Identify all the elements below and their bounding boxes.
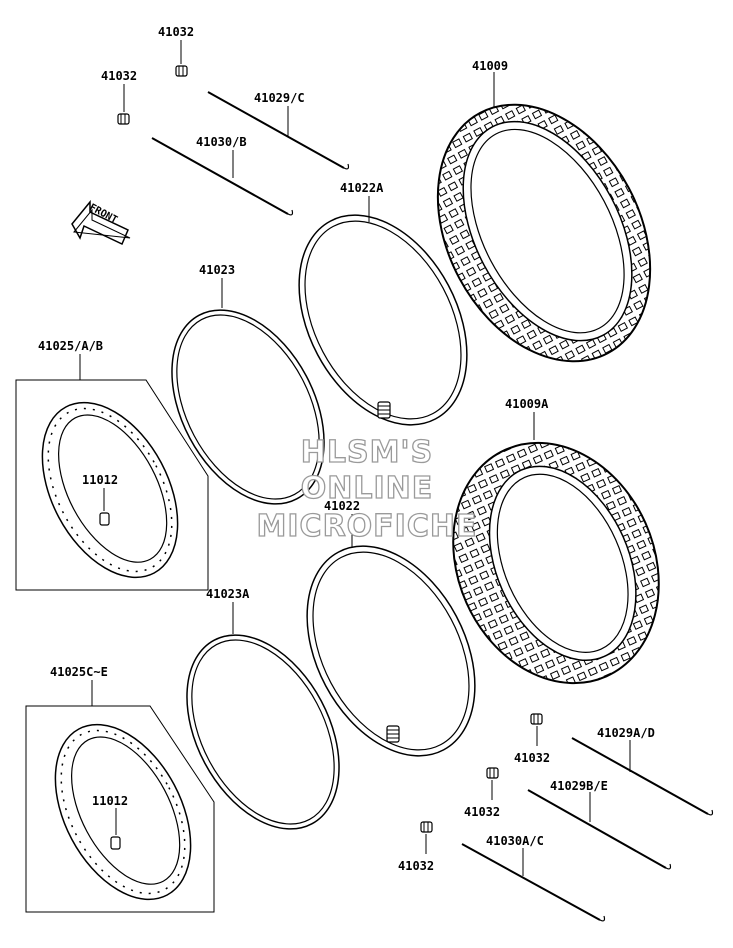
spoke-41029c xyxy=(207,91,350,170)
valve-nut-top-2 xyxy=(117,113,130,125)
label-41029be: 41029B/E xyxy=(550,779,608,793)
tube-41022 xyxy=(306,545,476,757)
tube-41022a xyxy=(298,214,468,426)
label-41009a: 41009A xyxy=(505,397,549,411)
label-41032-top-1: 41032 xyxy=(158,25,194,39)
nipple-lower xyxy=(110,836,121,850)
spoke-41029be xyxy=(527,789,672,870)
label-11012-upper: 11012 xyxy=(82,473,118,487)
watermark-line-3: MICROFICHE xyxy=(257,509,478,544)
spoke-41030ac xyxy=(461,843,606,922)
watermark-line-1: HLSM'S xyxy=(301,435,433,470)
valve-nut-bottom-1 xyxy=(530,713,543,725)
spoke-41029ad xyxy=(571,737,714,816)
rim-band-41023a xyxy=(186,634,340,830)
label-41009: 41009 xyxy=(472,59,508,73)
spoke-41030b xyxy=(151,137,294,216)
label-41025ab: 41025/A/B xyxy=(38,339,103,353)
label-41022: 41022 xyxy=(324,499,360,513)
label-41030ac: 41030A/C xyxy=(486,834,544,848)
label-41029ad: 41029A/D xyxy=(597,726,655,740)
label-11012-lower: 11012 xyxy=(92,794,128,808)
label-41032-bottom-1: 41032 xyxy=(514,751,550,765)
valve-nut-top-1 xyxy=(175,65,188,77)
rim-box-upper xyxy=(15,379,209,591)
label-41025ce: 41025C~E xyxy=(50,665,108,679)
label-41029c: 41029/C xyxy=(254,91,305,105)
valve-nut-bottom-3 xyxy=(420,821,433,833)
label-41030b: 41030/B xyxy=(196,135,247,149)
rim-band-41023 xyxy=(171,309,325,505)
nipple-upper xyxy=(99,512,110,526)
watermark-line-2: ONLINE xyxy=(301,471,434,506)
rim-box-lower xyxy=(25,705,215,913)
label-41023: 41023 xyxy=(199,263,235,277)
tire-41009 xyxy=(436,103,652,363)
valve-nut-bottom-2 xyxy=(486,767,499,779)
label-41032-bottom-2: 41032 xyxy=(464,805,500,819)
watermark: HLSM'S ONLINE MICROFICHE xyxy=(256,434,478,544)
label-41022a: 41022A xyxy=(340,181,384,195)
rim-41025ce xyxy=(54,723,192,901)
label-41023a: 41023A xyxy=(206,587,250,601)
label-41032-bottom-3: 41032 xyxy=(398,859,434,873)
tire-41009a xyxy=(452,441,660,685)
rim-41025ab xyxy=(41,401,179,579)
label-41032-top-2: 41032 xyxy=(101,69,137,83)
front-arrow: FRONT xyxy=(71,199,131,246)
